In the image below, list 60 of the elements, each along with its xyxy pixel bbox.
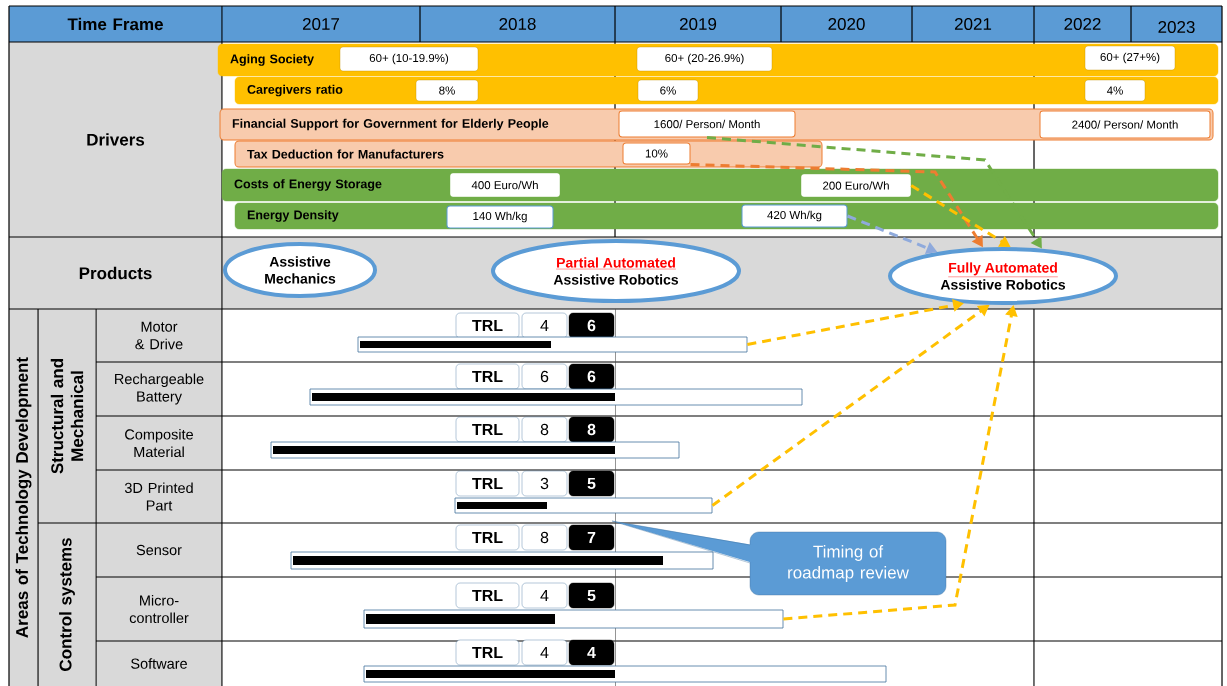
trl-box: TRL — [455, 363, 520, 390]
trl-level-box: 3 — [521, 470, 568, 497]
trl-target-box: 6 — [568, 312, 615, 339]
trl-target-box: 4 — [568, 639, 615, 666]
item-cell: Micro-controller — [96, 577, 222, 641]
progress-bar — [270, 441, 680, 459]
progress-bar — [309, 388, 803, 406]
value-box: 4% — [1084, 79, 1146, 102]
progress-bar — [363, 665, 887, 683]
value-box: 400 Euro/Wh — [449, 172, 561, 198]
year-header-cell: 2023 — [1131, 6, 1222, 42]
value-box: 10% — [622, 142, 691, 165]
callout-box: Timing of roadmap review — [611, 520, 947, 596]
trl-target-box: 5 — [568, 470, 615, 497]
trl-box: TRL — [455, 416, 520, 443]
value-box: 200 Euro/Wh — [800, 173, 912, 198]
value-box: 60+ (27+%) — [1084, 45, 1176, 71]
row-header-cell: Structural and Mechanical — [38, 309, 96, 523]
item-cell: Software — [96, 641, 222, 686]
item-cell: 3D Printed Part — [96, 470, 222, 523]
year-header-cell: 2022 — [1034, 6, 1131, 42]
row-header-cell: Areas of Technology Development — [9, 309, 38, 686]
trl-target-box: 8 — [568, 416, 615, 443]
value-box: 6% — [637, 79, 699, 102]
year-header-cell: 2017 — [222, 6, 420, 42]
trl-level-box: 8 — [521, 524, 568, 551]
progress-bar — [290, 551, 714, 570]
row-header-cell: Control systems — [38, 523, 96, 686]
trl-box: TRL — [455, 524, 520, 551]
year-header-cell: 2019 — [615, 6, 781, 42]
value-box: 60+ (20-26.9%) — [636, 46, 773, 72]
trl-box: TRL — [455, 470, 520, 497]
item-cell: Motor & Drive — [96, 309, 222, 362]
year-header-cell: 2020 — [781, 6, 912, 42]
trl-box: TRL — [455, 582, 520, 609]
progress-bar — [363, 609, 784, 629]
progress-bar — [357, 336, 748, 353]
header-cell: Time Frame — [9, 6, 222, 42]
trl-level-box: 4 — [521, 639, 568, 666]
item-cell: Rechargeable Battery — [96, 362, 222, 416]
trl-level-box: 8 — [521, 416, 568, 443]
year-header-cell: 2021 — [912, 6, 1034, 42]
value-box: 420 Wh/kg — [741, 204, 848, 228]
value-box: 8% — [415, 79, 479, 102]
item-cell: Sensor — [96, 523, 222, 577]
year-header-cell: 2018 — [420, 6, 615, 42]
trl-box: TRL — [455, 312, 520, 339]
value-box: 140 Wh/kg — [446, 205, 554, 229]
value-box: 60+ (10-19.9%) — [339, 46, 479, 72]
value-box: 1600/ Person/ Month — [618, 110, 796, 138]
trl-target-box: 5 — [568, 582, 615, 609]
trl-level-box: 6 — [521, 363, 568, 390]
trl-target-box: 7 — [568, 524, 615, 551]
progress-bar — [454, 497, 713, 514]
trl-target-box: 6 — [568, 363, 615, 390]
item-cell: Composite Material — [96, 416, 222, 470]
trl-level-box: 4 — [521, 312, 568, 339]
value-box: 2400/ Person/ Month — [1039, 110, 1211, 139]
trl-level-box: 4 — [521, 582, 568, 609]
trl-box: TRL — [455, 639, 520, 666]
